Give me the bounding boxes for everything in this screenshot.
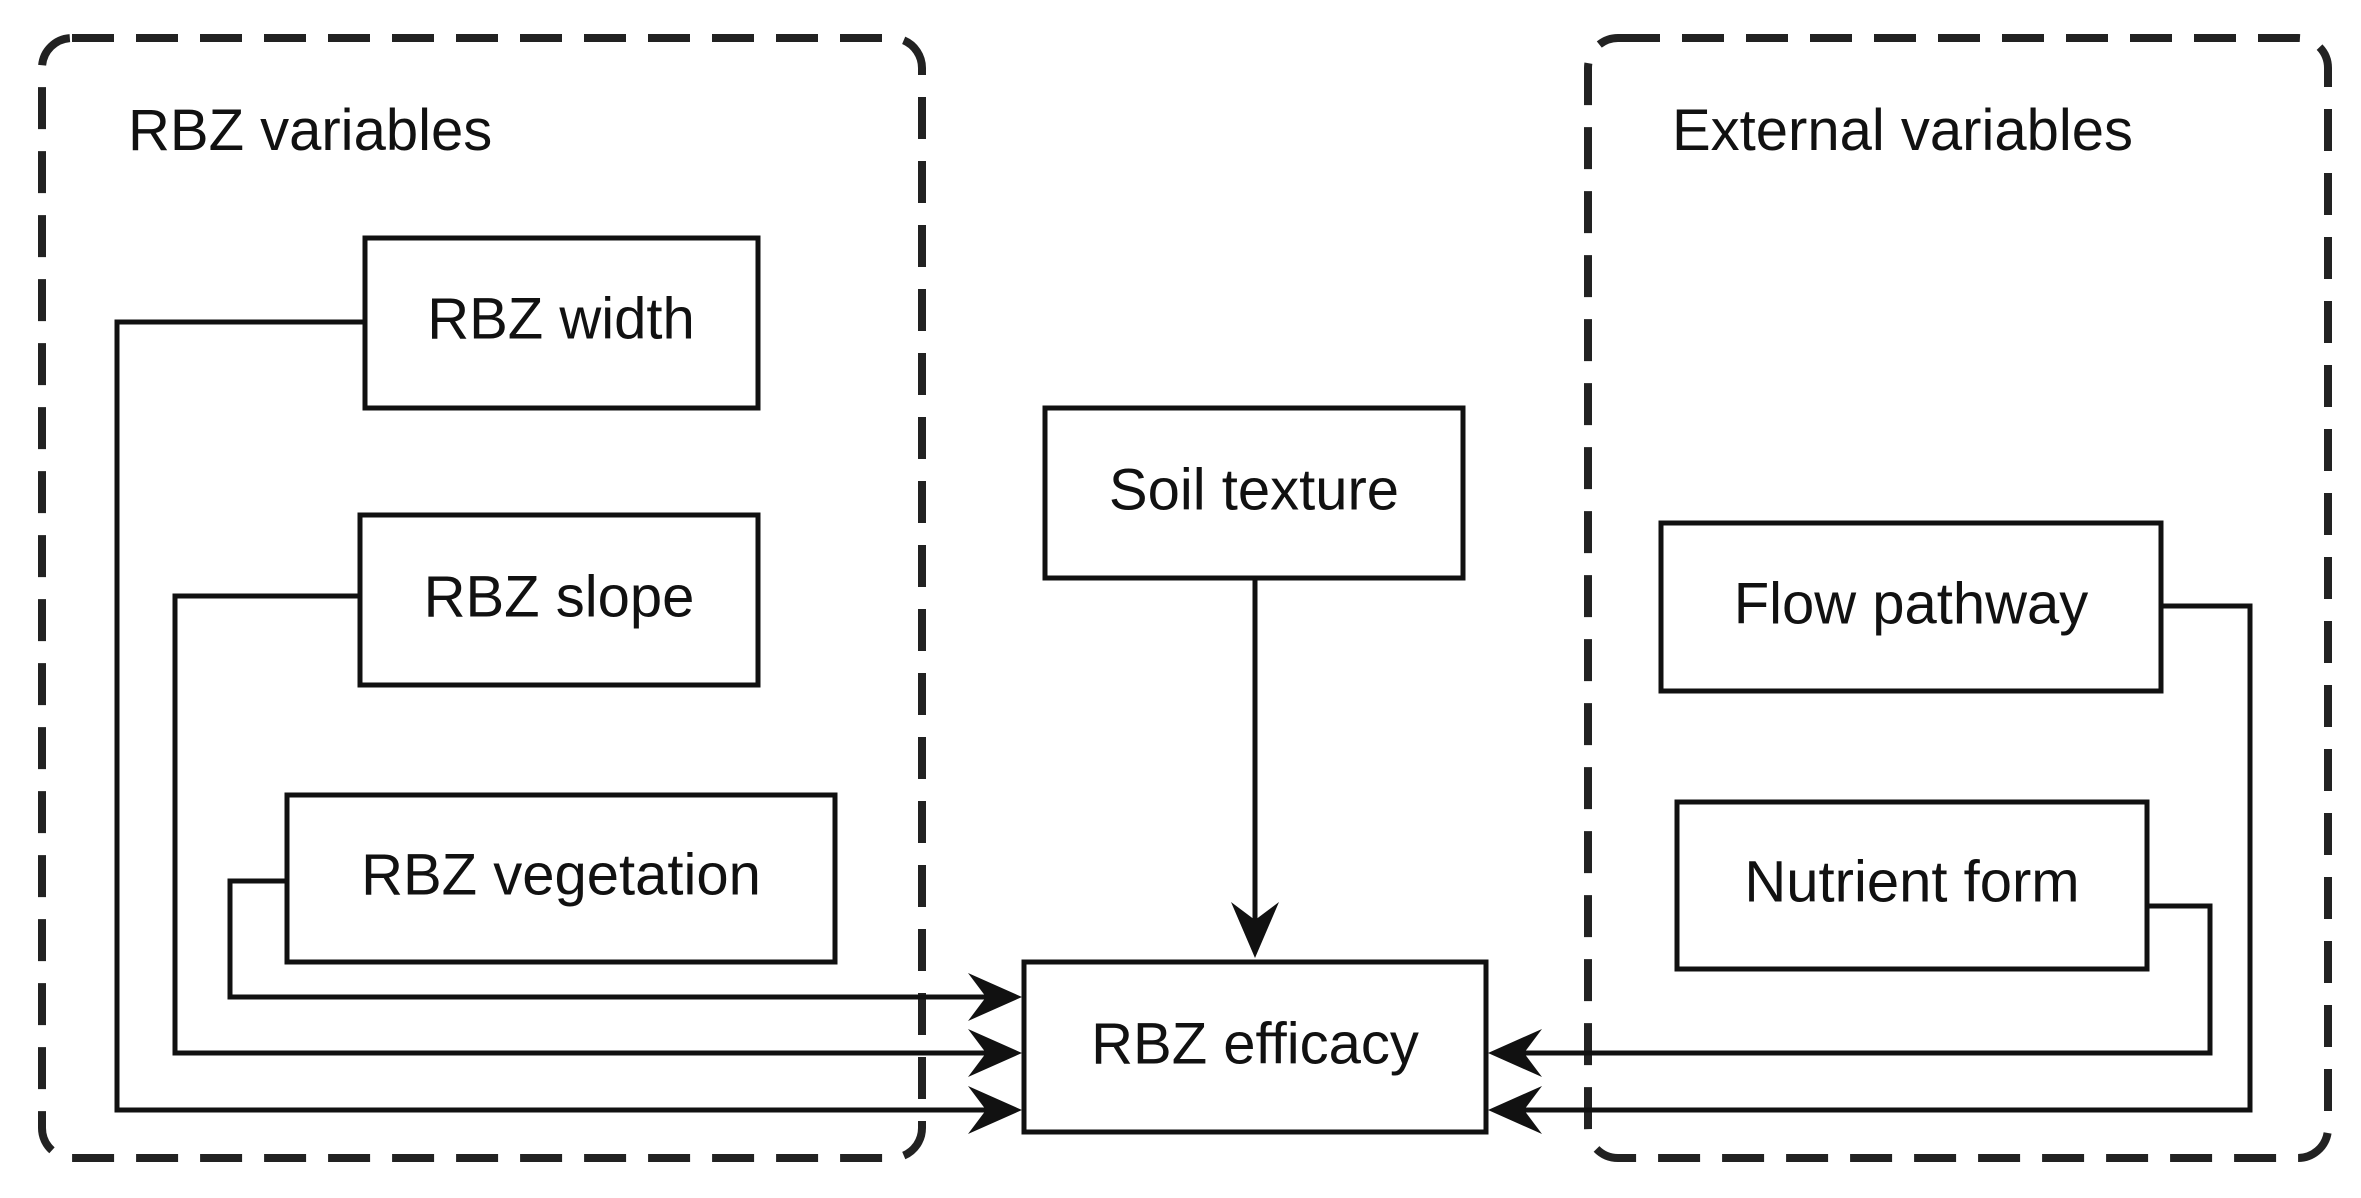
arrowhead-width	[968, 1086, 1022, 1134]
node-flow-pathway-box	[1658, 520, 2164, 694]
node-rbz-vegetation-box	[284, 792, 838, 965]
node-rbz-efficacy-label: RBZ efficacy	[1091, 1011, 1419, 1076]
node-rbz-width-label: RBZ width	[427, 286, 695, 351]
arrowhead-vegetation	[968, 973, 1022, 1021]
node-rbz-slope: RBZ slope	[357, 512, 761, 688]
arrowhead-nutrient-form	[1488, 1029, 1542, 1077]
node-rbz-slope-label: RBZ slope	[424, 564, 695, 629]
node-flow-pathway-label: Flow pathway	[1734, 571, 2089, 636]
node-nutrient-form: Nutrient form	[1674, 799, 2150, 972]
arrowhead-slope	[968, 1029, 1022, 1077]
node-flow-pathway: Flow pathway	[1658, 520, 2164, 694]
edge-rbz-width-to-efficacy	[114, 319, 1000, 1113]
node-nutrient-form-label: Nutrient form	[1744, 849, 2079, 914]
node-rbz-slope-box	[357, 512, 761, 688]
edge-rbz-vegetation-to-efficacy	[227, 878, 1000, 1000]
arrowhead-flow-pathway	[1488, 1086, 1542, 1134]
external-variables-title: External variables	[1672, 98, 2133, 163]
node-soil-texture-label: Soil texture	[1109, 457, 1399, 522]
node-rbz-efficacy: RBZ efficacy	[1021, 959, 1489, 1135]
rbz-variables-title: RBZ variables	[128, 98, 492, 163]
edge-flow-pathway-to-efficacy	[1510, 603, 2253, 1113]
node-soil-texture-box	[1042, 405, 1466, 581]
node-rbz-width-box	[362, 235, 761, 411]
node-rbz-efficacy-box	[1021, 959, 1489, 1135]
rbz-variables-frame	[38, 34, 926, 1162]
external-variables-frame	[1584, 34, 2332, 1162]
edge-nutrient-form-to-efficacy	[1510, 903, 2213, 1056]
arrowhead-soil-texture	[1231, 902, 1279, 958]
rbz-variables-group: RBZ variables	[38, 34, 926, 1162]
node-nutrient-form-box	[1674, 799, 2150, 972]
node-rbz-vegetation-label: RBZ vegetation	[361, 842, 761, 907]
node-soil-texture: Soil texture	[1042, 405, 1466, 581]
node-rbz-vegetation: RBZ vegetation	[284, 792, 838, 965]
node-rbz-width: RBZ width	[362, 235, 761, 411]
edge-rbz-slope-to-efficacy	[172, 593, 1000, 1056]
external-variables-group: External variables	[1584, 34, 2332, 1162]
